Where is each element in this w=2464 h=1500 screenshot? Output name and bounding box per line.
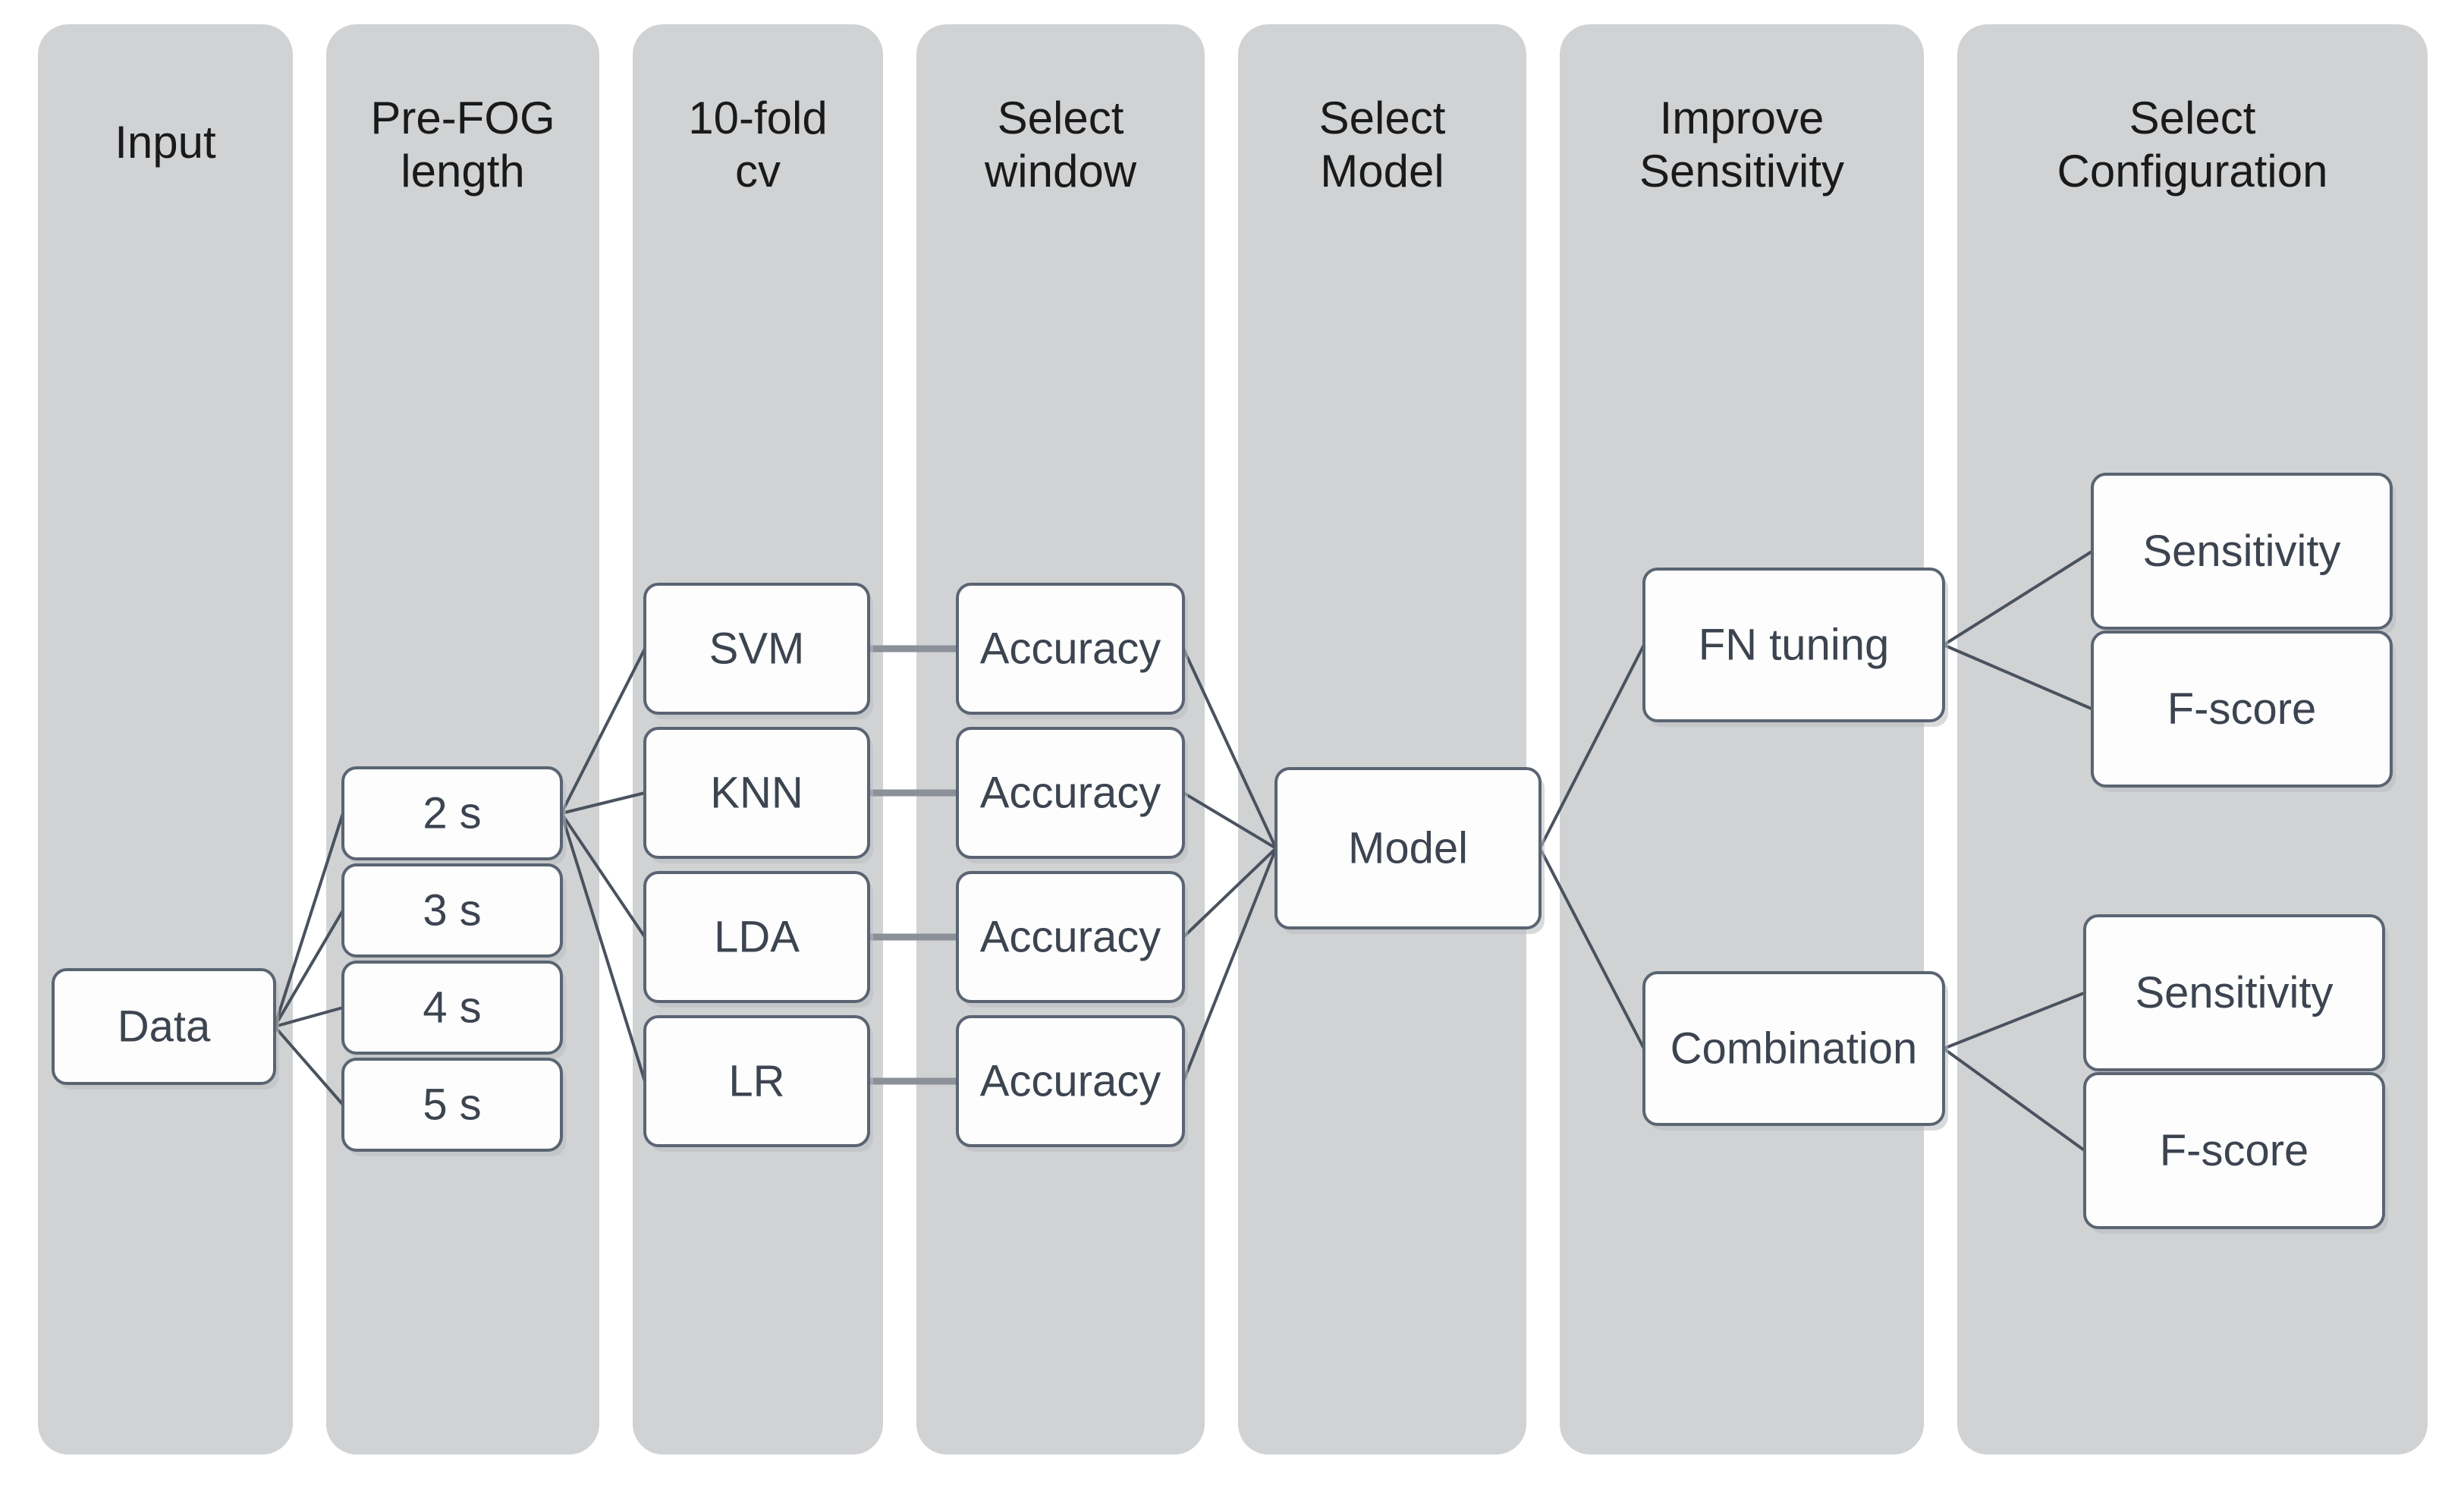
node-box-lr[interactable] <box>643 1015 870 1147</box>
node-label-acc3: Accuracy <box>980 912 1161 961</box>
node-box-acc4[interactable] <box>956 1015 1185 1147</box>
node-label-lr: LR <box>728 1056 784 1105</box>
node-box-sens-bot[interactable] <box>2083 914 2385 1071</box>
node-w4[interactable]: 4 s <box>341 961 566 1059</box>
node-knn[interactable]: KNN <box>643 727 873 863</box>
node-label-acc4: Accuracy <box>980 1056 1161 1105</box>
node-acc3[interactable]: Accuracy <box>956 871 1188 1008</box>
node-w3[interactable]: 3 s <box>341 863 566 962</box>
edge-fn-tuning-to-sens-top <box>1942 549 2094 646</box>
lane-input <box>38 24 293 1454</box>
edge-acc2-to-model <box>1182 791 1278 850</box>
node-box-acc3[interactable] <box>956 871 1185 1003</box>
node-label-w5: 5 s <box>423 1080 481 1129</box>
node-label-sens-bot: Sensitivity <box>2135 968 2333 1017</box>
lanes-layer <box>38 24 2428 1454</box>
node-acc4[interactable]: Accuracy <box>956 1015 1188 1152</box>
node-combination[interactable]: Combination <box>1642 971 1948 1131</box>
node-box-combination[interactable] <box>1642 971 1945 1126</box>
node-box-fscore-bot[interactable] <box>2083 1072 2385 1229</box>
lane-title-input: Input <box>115 117 216 168</box>
node-box-sens-top[interactable] <box>2091 473 2393 630</box>
node-model[interactable]: Model <box>1274 767 1545 934</box>
node-label-sens-top: Sensitivity <box>2142 527 2340 576</box>
node-label-lda: LDA <box>714 912 800 961</box>
node-box-w2[interactable] <box>341 766 563 860</box>
edge-combination-to-sens-bot <box>1943 991 2085 1050</box>
node-label-fscore-bot: F-score <box>2160 1126 2309 1175</box>
node-sens-top[interactable]: Sensitivity <box>2091 473 2396 634</box>
lane-sensitivity <box>1560 24 1924 1454</box>
node-lr[interactable]: LR <box>643 1015 873 1152</box>
edge-data-to-w3 <box>273 909 344 1028</box>
node-svm[interactable]: SVM <box>643 583 873 719</box>
node-box-svm[interactable] <box>643 583 870 715</box>
edge-w2-to-lda <box>560 812 646 939</box>
node-label-model: Model <box>1348 823 1468 873</box>
edge-data-to-w2 <box>273 813 344 1027</box>
node-box-lda[interactable] <box>643 871 870 1003</box>
edge-acc4-to-model <box>1182 847 1278 1082</box>
node-label-svm: SVM <box>709 624 805 673</box>
node-fscore-top[interactable]: F-score <box>2091 631 2396 792</box>
node-box-knn[interactable] <box>643 727 870 859</box>
node-label-knn: KNN <box>710 768 803 817</box>
lane-model <box>1238 24 1526 1454</box>
node-w5[interactable]: 5 s <box>341 1058 566 1156</box>
edge-acc3-to-model <box>1182 847 1278 939</box>
node-lda[interactable]: LDA <box>643 871 873 1008</box>
node-label-acc2: Accuracy <box>980 768 1161 817</box>
node-box-fscore-top[interactable] <box>2091 631 2393 788</box>
node-box-data[interactable] <box>52 968 276 1085</box>
edge-model-to-combination <box>1538 847 1645 1049</box>
edge-fn-tuning-to-fscore-top <box>1943 643 2093 711</box>
node-label-acc1: Accuracy <box>980 624 1161 673</box>
node-data[interactable]: Data <box>52 968 279 1090</box>
node-label-w4: 4 s <box>423 983 481 1032</box>
edge-acc1-to-model <box>1182 648 1278 849</box>
edge-w2-to-knn <box>561 791 646 815</box>
node-box-w5[interactable] <box>341 1058 563 1152</box>
edge-data-to-w4 <box>274 1006 344 1028</box>
node-box-acc1[interactable] <box>956 583 1185 715</box>
node-fscore-bot[interactable]: F-score <box>2083 1072 2388 1234</box>
node-box-model[interactable] <box>1274 767 1542 929</box>
node-acc1[interactable]: Accuracy <box>956 583 1188 719</box>
node-sens-bot[interactable]: Sensitivity <box>2083 914 2388 1076</box>
node-box-acc2[interactable] <box>956 727 1185 859</box>
edge-data-to-w5 <box>273 1025 344 1106</box>
node-w2[interactable]: 2 s <box>341 766 566 865</box>
node-acc2[interactable]: Accuracy <box>956 727 1188 863</box>
edge-w2-to-lr <box>560 813 646 1082</box>
node-label-combination: Combination <box>1670 1024 1918 1073</box>
edges-layer <box>273 549 2094 1153</box>
node-label-w3: 3 s <box>423 885 481 935</box>
lane-prefog <box>326 24 599 1454</box>
node-fn-tuning[interactable]: FN tuning <box>1642 568 1948 727</box>
node-label-data: Data <box>118 1002 211 1051</box>
node-label-fscore-top: F-score <box>2167 684 2317 734</box>
node-box-fn-tuning[interactable] <box>1642 568 1945 722</box>
node-box-w4[interactable] <box>341 961 563 1055</box>
node-label-w2: 2 s <box>423 788 481 838</box>
edge-model-to-fn-tuning <box>1538 644 1645 849</box>
node-label-fn-tuning: FN tuning <box>1699 620 1889 669</box>
node-box-w3[interactable] <box>341 863 563 958</box>
edge-combination-to-fscore-bot <box>1942 1047 2086 1153</box>
edge-w2-to-svm <box>560 648 646 814</box>
